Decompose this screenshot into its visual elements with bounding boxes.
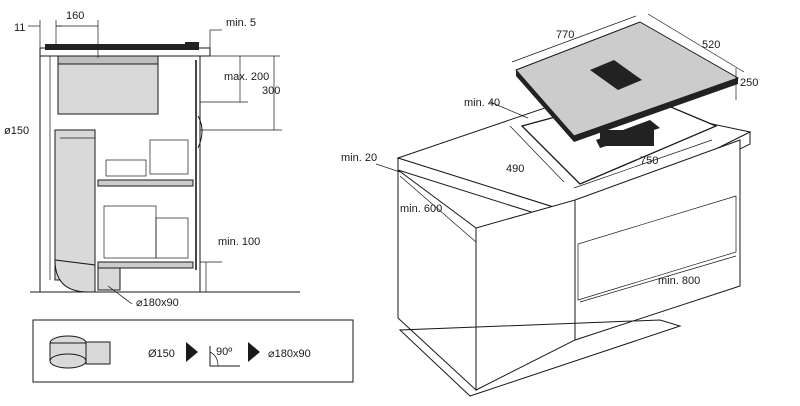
dim-min5: min. 5 xyxy=(226,17,256,29)
duct-elbow xyxy=(54,259,96,293)
hob-top xyxy=(45,44,195,50)
pot-lower-small xyxy=(155,217,189,259)
dim-min40: min. 40 xyxy=(464,97,500,109)
dim-490: 490 xyxy=(506,163,524,175)
plinth-vent xyxy=(97,267,121,291)
angle-90-icon xyxy=(209,346,240,367)
legend-dia150: Ø150 xyxy=(148,348,175,360)
dim-750: 750 xyxy=(640,155,658,167)
shelf-lower xyxy=(97,261,194,269)
dim-250: 250 xyxy=(740,77,758,89)
hob-glass-edge xyxy=(516,70,574,142)
hob-edge xyxy=(185,42,199,50)
arrow-right-icon xyxy=(248,342,260,362)
pot-upper-small xyxy=(105,159,147,177)
door-handle xyxy=(197,115,203,149)
dim-520: 520 xyxy=(702,39,720,51)
vent-grille xyxy=(590,60,642,90)
dim-min20: min. 20 xyxy=(341,152,377,164)
hob-motor-front xyxy=(57,55,159,65)
duct-legend: Ø150 90º ⌀180x90 xyxy=(32,319,354,383)
cabinet-inner-back xyxy=(577,195,737,301)
dim-min100: min. 100 xyxy=(218,236,260,248)
pot-lower-large xyxy=(103,205,157,259)
round-duct-icon xyxy=(49,335,111,369)
dim-min800: min. 800 xyxy=(658,275,700,287)
legend-angle: 90º xyxy=(216,346,232,358)
arrow-right-icon xyxy=(186,342,198,362)
isometric-view: 770 520 250 min. 40 490 750 min. 20 min.… xyxy=(341,13,758,397)
pot-upper-large xyxy=(149,139,189,175)
hob-glass-edge-right xyxy=(574,78,738,142)
hob-motor-unit xyxy=(57,59,159,115)
dim-dia150: ø150 xyxy=(4,125,29,137)
cabinet-open-frame xyxy=(574,139,741,341)
legend-box xyxy=(32,319,354,383)
plinth xyxy=(398,319,682,397)
dim-min600: min. 600 xyxy=(400,203,442,215)
shelf-upper xyxy=(97,179,194,187)
dim-160: 160 xyxy=(66,10,84,22)
side-section-view: 11 160 min. 5 max. 200 300 ø150 min. 100… xyxy=(4,10,300,309)
vertical-duct xyxy=(54,129,96,281)
dim-180x90: ⌀180x90 xyxy=(136,297,179,309)
hob-motor-box xyxy=(600,130,654,146)
dim-770: 770 xyxy=(556,29,574,41)
dim-300: 300 xyxy=(262,85,280,97)
dim-11: 11 xyxy=(14,22,25,34)
legend-rect: ⌀180x90 xyxy=(268,348,311,360)
dim-max200: max. 200 xyxy=(224,71,269,83)
cabinet-side xyxy=(475,199,576,391)
